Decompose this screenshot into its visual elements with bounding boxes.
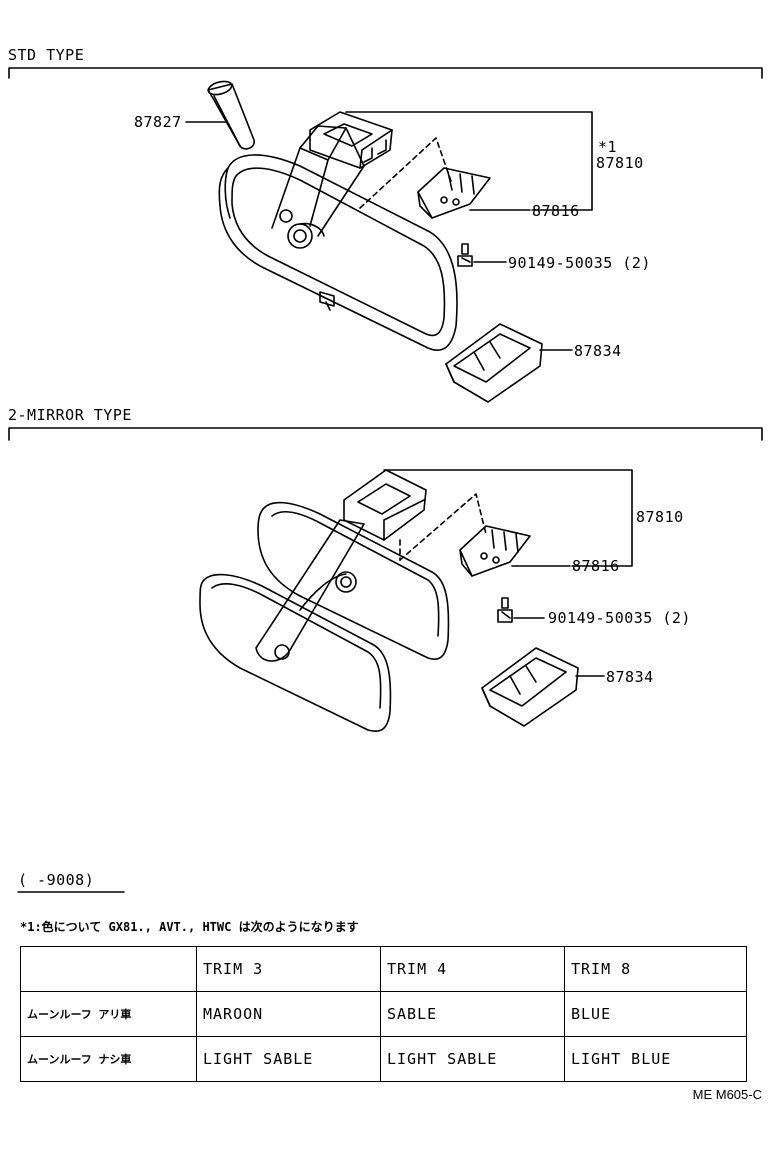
table-header-row: TRIM 3 TRIM 4 TRIM 8 (20, 946, 747, 992)
std-cover-87827 (207, 80, 255, 150)
table-header-cell: TRIM 3 (196, 946, 381, 992)
table-header-cell: TRIM 4 (380, 946, 565, 992)
std-cover-87834 (445, 323, 543, 403)
table-cell: LIGHT BLUE (564, 1036, 747, 1082)
std-screw-90149 (457, 243, 473, 267)
table-row-label: ムーンルーフ ナシ車 (20, 1036, 197, 1082)
color-footnote: *1:色について GX81., AVT., HTWC は次のようになります (20, 920, 359, 934)
table-cell: SABLE (380, 991, 565, 1037)
callout-std-star1: *1 (598, 138, 618, 156)
std-mirror-assembly (218, 111, 458, 351)
two-mirror-bracket-87816 (459, 525, 531, 577)
std-type-title: STD TYPE (8, 46, 85, 64)
table-header-cell (20, 946, 197, 992)
applicability-range: ( -9008) (18, 871, 95, 889)
table-cell: MAROON (196, 991, 381, 1037)
two-mirror-bracket-87810 (383, 469, 633, 567)
table-header-cell: TRIM 8 (564, 946, 747, 992)
two-mirror-section-bracket (8, 427, 763, 441)
std-bracket-87816 (417, 167, 491, 219)
std-section-bracket (8, 67, 763, 79)
callout-two-mirror-screw: 90149-50035 (2) (548, 609, 691, 627)
table-row: ムーンルーフ アリ車 MAROON SABLE BLUE (20, 991, 747, 1037)
table-cell: BLUE (564, 991, 747, 1037)
callout-std-87834: 87834 (574, 342, 622, 360)
std-bracket-87810 (345, 111, 593, 211)
two-mirror-type-title: 2-MIRROR TYPE (8, 406, 132, 424)
trim-color-table: TRIM 3 TRIM 4 TRIM 8 ムーンルーフ アリ車 MAROON S… (20, 946, 747, 1082)
table-cell: LIGHT SABLE (196, 1036, 381, 1082)
callout-std-87827: 87827 (134, 113, 182, 131)
table-cell: LIGHT SABLE (380, 1036, 565, 1082)
callout-std-87810: 87810 (596, 154, 644, 172)
callout-two-mirror-87816: 87816 (572, 557, 620, 575)
callout-std-screw: 90149-50035 (2) (508, 254, 651, 272)
table-row-label: ムーンルーフ アリ車 (20, 991, 197, 1037)
two-mirror-assembly (199, 469, 487, 732)
page-code: ME M605-C (692, 1087, 762, 1102)
two-mirror-cover-87834 (481, 647, 579, 727)
callout-two-mirror-87834: 87834 (606, 668, 654, 686)
callout-two-mirror-87810: 87810 (636, 508, 684, 526)
two-mirror-screw-90149 (497, 597, 513, 623)
table-row: ムーンルーフ ナシ車 LIGHT SABLE LIGHT SABLE LIGHT… (20, 1036, 747, 1082)
callout-std-87816: 87816 (532, 202, 580, 220)
